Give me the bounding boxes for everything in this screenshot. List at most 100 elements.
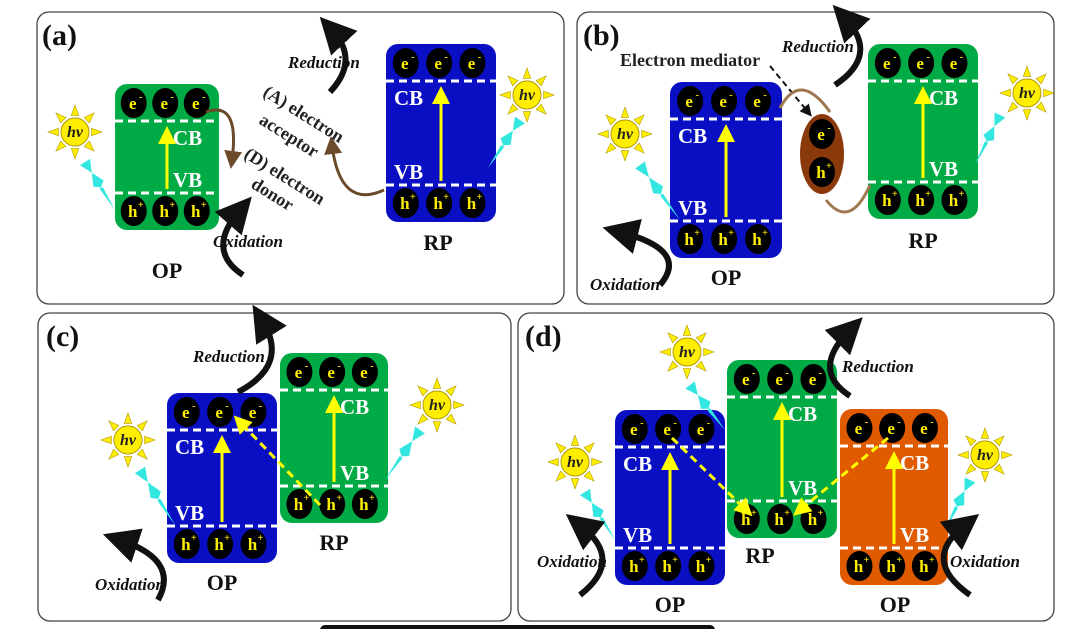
electron-label: e bbox=[249, 403, 257, 422]
sun-ray bbox=[522, 111, 532, 123]
oxidation-label: Oxidation bbox=[213, 232, 283, 251]
hole-label: h bbox=[433, 194, 443, 213]
oxidation-arrow-icon bbox=[939, 513, 980, 598]
lightning-icon bbox=[975, 112, 1006, 165]
sun-disc bbox=[560, 447, 590, 477]
electron bbox=[911, 413, 938, 443]
hole-label: h bbox=[684, 230, 694, 249]
charge-sign: + bbox=[443, 192, 449, 203]
sun-ray bbox=[980, 427, 990, 439]
charge-sign: + bbox=[191, 533, 197, 544]
charge-sign: - bbox=[729, 90, 732, 101]
sun-ray bbox=[445, 413, 457, 425]
oxidation-arrow-icon bbox=[565, 513, 606, 598]
cb-label: CB bbox=[173, 126, 202, 150]
hole-label: h bbox=[752, 230, 762, 249]
charge-sign: - bbox=[819, 368, 822, 379]
sun-icon: hν bbox=[547, 434, 603, 490]
sun-ray bbox=[535, 103, 547, 115]
sun-ray bbox=[417, 385, 429, 397]
charge-sign: - bbox=[785, 368, 788, 379]
hv-label: hν bbox=[567, 454, 584, 471]
panel-label: (d) bbox=[525, 320, 562, 353]
charge-sign: - bbox=[930, 417, 933, 428]
sun-ray bbox=[667, 332, 679, 344]
sun-ray bbox=[633, 142, 645, 154]
charge-sign: - bbox=[707, 418, 710, 429]
cb-label: CB bbox=[900, 451, 929, 475]
hole-label: h bbox=[854, 557, 864, 576]
hole bbox=[173, 529, 200, 559]
hole bbox=[677, 224, 704, 254]
oxidation-label: Oxidation bbox=[537, 552, 607, 571]
note-electron-mediator: Electron mediator bbox=[620, 50, 760, 70]
lightning-icon bbox=[635, 161, 680, 220]
hole bbox=[874, 185, 901, 215]
lightning-icon bbox=[79, 158, 115, 210]
oxidation-label: Oxidation bbox=[950, 552, 1020, 571]
charge-sign: + bbox=[258, 533, 264, 544]
sun-ray bbox=[70, 148, 80, 160]
charge-sign: - bbox=[259, 401, 262, 412]
sun-ray bbox=[999, 88, 1011, 98]
electron-label: e bbox=[887, 419, 895, 438]
charge-sign: + bbox=[826, 161, 832, 172]
electron bbox=[319, 357, 346, 387]
charge-sign: + bbox=[224, 533, 230, 544]
hole-label: h bbox=[696, 557, 706, 576]
charge-sign: - bbox=[202, 92, 205, 103]
charge-sign: - bbox=[225, 401, 228, 412]
vb-label: VB bbox=[678, 196, 707, 220]
electron-label: e bbox=[129, 94, 137, 113]
charge-sign: - bbox=[305, 361, 308, 372]
sun-icon: hν bbox=[999, 65, 1055, 121]
charge-sign: - bbox=[478, 52, 481, 63]
electron bbox=[711, 86, 738, 116]
sun-ray bbox=[993, 435, 1005, 447]
sun-ray bbox=[507, 103, 519, 115]
sun-disc bbox=[970, 440, 1000, 470]
sun-disc bbox=[60, 117, 90, 147]
sun-ray bbox=[1022, 65, 1032, 77]
hole-label: h bbox=[181, 535, 191, 554]
charge-sign: + bbox=[369, 493, 375, 504]
hole bbox=[688, 551, 715, 581]
sun-icon: hν bbox=[499, 67, 555, 123]
charge-sign: + bbox=[304, 493, 310, 504]
semiconductor-label: RP bbox=[745, 543, 774, 568]
sun-ray bbox=[108, 448, 120, 460]
charge-sign: + bbox=[925, 189, 931, 200]
hole-label: h bbox=[160, 202, 170, 221]
oxidation-label: Oxidation bbox=[590, 275, 660, 294]
cb-label: CB bbox=[788, 402, 817, 426]
sun-icon: hν bbox=[100, 412, 156, 468]
sun-disc bbox=[422, 390, 452, 420]
sun-ray bbox=[570, 434, 580, 446]
hole bbox=[908, 185, 935, 215]
sun-ray bbox=[1022, 109, 1032, 121]
electron-label: e bbox=[916, 54, 924, 73]
panel-label: (b) bbox=[583, 19, 620, 52]
sun-ray bbox=[432, 377, 442, 389]
charge-transfer-arrow-icon bbox=[824, 184, 872, 214]
hole bbox=[767, 504, 794, 534]
sun-ray bbox=[417, 413, 429, 425]
hole-label: h bbox=[741, 510, 751, 529]
charge-sign: - bbox=[337, 361, 340, 372]
vb-label: VB bbox=[340, 461, 369, 485]
electron bbox=[767, 364, 794, 394]
electron-label: e bbox=[920, 419, 928, 438]
lightning-icon bbox=[488, 116, 525, 168]
sun-ray bbox=[91, 127, 103, 137]
hole bbox=[711, 224, 738, 254]
sun-ray bbox=[555, 470, 567, 482]
reduction-label: Reduction bbox=[781, 37, 854, 56]
sun-ray bbox=[1001, 450, 1013, 460]
sun-disc bbox=[610, 119, 640, 149]
sun-ray bbox=[507, 75, 519, 87]
electron bbox=[173, 397, 200, 427]
lightning-icon bbox=[385, 426, 425, 480]
hole bbox=[879, 551, 906, 581]
